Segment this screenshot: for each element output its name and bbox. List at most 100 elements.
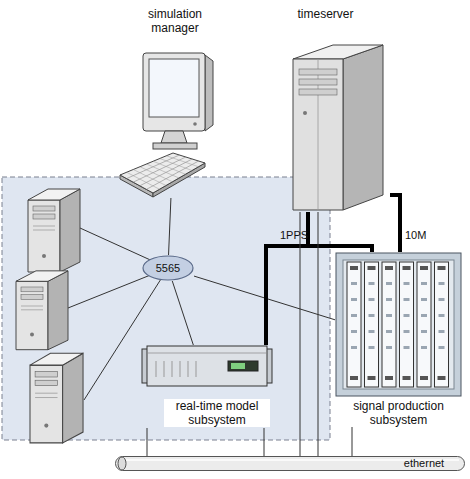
- rack-vent: [164, 361, 165, 377]
- workstation-node: simulation manager: [115, 3, 235, 198]
- card-connector: [438, 266, 446, 270]
- card-connector: [403, 376, 411, 380]
- node-label: ethernet: [389, 456, 459, 471]
- card-detail: [404, 282, 410, 285]
- power-button: [303, 111, 307, 115]
- card-detail: [369, 314, 375, 317]
- rack-line: [147, 353, 267, 354]
- server-tower: [16, 271, 68, 350]
- monitor-side: [205, 55, 213, 131]
- rack-unit: [147, 346, 267, 386]
- card-detail: [386, 282, 392, 285]
- keyboard-keys: [153, 161, 185, 174]
- keyboard-keys: [147, 164, 180, 178]
- keyboard-keys: [166, 156, 198, 167]
- keyboard-keys: [127, 155, 180, 179]
- card-connector: [368, 376, 376, 380]
- keyboard-keys: [133, 157, 186, 182]
- card-connector: [420, 376, 428, 380]
- rack-display-led: [231, 363, 245, 369]
- card-connector: [385, 376, 393, 380]
- card-connector: [438, 376, 446, 380]
- hub-node: 5565: [142, 255, 194, 281]
- monitor-screen: [149, 59, 199, 117]
- chassis-card: [347, 262, 361, 387]
- card-detail: [439, 330, 445, 333]
- card-detail: [421, 298, 427, 301]
- server-node: timeserver: [285, 3, 390, 212]
- card-connector: [403, 266, 411, 270]
- card-detail: [351, 314, 357, 317]
- drive-bay: [299, 89, 337, 95]
- card-connector: [368, 266, 376, 270]
- chassis-card: [400, 262, 414, 387]
- tower-front: [293, 59, 343, 210]
- chassis-card: [365, 262, 379, 387]
- rack-node: real-time model subsystem: [142, 345, 272, 428]
- monitor-base: [153, 143, 197, 149]
- monitor-stand: [161, 131, 187, 143]
- card-detail: [421, 282, 427, 285]
- rack-vent: [188, 361, 189, 377]
- card-detail: [386, 346, 392, 349]
- card-detail: [351, 298, 357, 301]
- power-button: [193, 122, 197, 126]
- drive-bay: [299, 79, 337, 85]
- pipe-end: [118, 457, 126, 470]
- signal-line: [390, 195, 400, 252]
- card-detail: [421, 346, 427, 349]
- network-link: [169, 198, 171, 255]
- network-link: [352, 427, 353, 456]
- card-detail: [404, 346, 410, 349]
- card-detail: [421, 314, 427, 317]
- signal-label: 10M: [405, 229, 426, 242]
- network-link: [147, 428, 148, 456]
- keyboard-keys: [140, 167, 173, 182]
- rack-display: [228, 361, 258, 371]
- card-detail: [404, 314, 410, 317]
- card-detail: [369, 298, 375, 301]
- rack-vent: [196, 361, 197, 377]
- server-tower: [30, 353, 83, 443]
- card-detail: [369, 330, 375, 333]
- monitor-frame: [143, 53, 205, 131]
- card-detail: [439, 314, 445, 317]
- card-detail: [351, 282, 357, 285]
- card-detail: [351, 346, 357, 349]
- chassis-card: [382, 262, 396, 387]
- card-detail: [404, 298, 410, 301]
- network-link: [194, 276, 335, 320]
- card-detail: [386, 298, 392, 301]
- card-connector: [350, 266, 358, 270]
- hub-ellipse: [143, 256, 193, 280]
- bus-node: ethernet: [115, 456, 465, 471]
- chassis-card: [435, 262, 449, 387]
- keyboard: [120, 153, 205, 193]
- rack-vent: [156, 361, 157, 377]
- ethernet-pipe: [116, 457, 465, 471]
- node-outline: [285, 3, 390, 212]
- card-connector: [420, 266, 428, 270]
- keyboard-keys: [133, 170, 166, 186]
- card-detail: [439, 298, 445, 301]
- node-label: 5565: [142, 261, 194, 275]
- keyboard-keys: [146, 161, 198, 189]
- network-link: [318, 212, 319, 456]
- signal-label: 1PPS: [280, 229, 308, 242]
- signal-line: [308, 212, 372, 252]
- keyboard-keys: [127, 172, 160, 189]
- rack-vent: [172, 361, 173, 377]
- card-detail: [404, 330, 410, 333]
- card-detail: [386, 330, 392, 333]
- signal-line: [266, 212, 308, 345]
- card-detail: [351, 330, 357, 333]
- rack-vent: [180, 361, 181, 377]
- node-label: timeserver: [273, 7, 378, 21]
- card-detail: [369, 346, 375, 349]
- card-connector: [385, 266, 393, 270]
- chassis-node: signal production subsystem: [335, 252, 462, 427]
- keyboard-keys: [140, 159, 192, 186]
- server-tower: [28, 189, 80, 272]
- keyboard-keys: [160, 159, 192, 171]
